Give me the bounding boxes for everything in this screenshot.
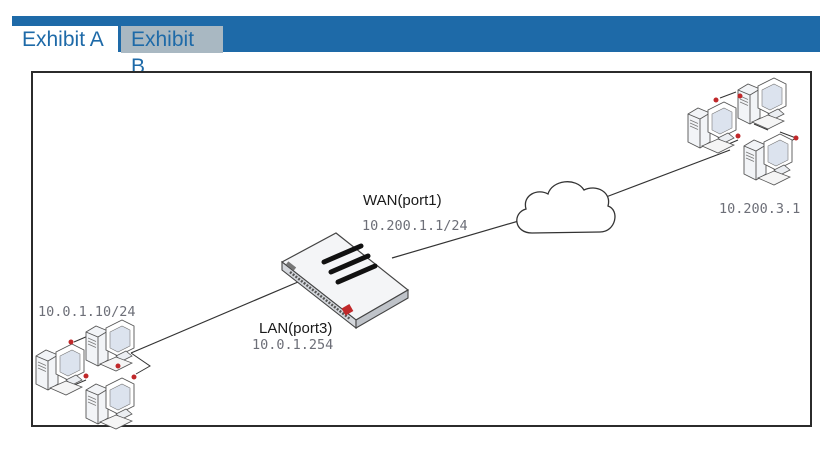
remote-host-ip-label: 10.200.3.1 xyxy=(719,201,801,217)
desktop-computer-icon xyxy=(35,343,85,396)
link-dots xyxy=(68,339,137,380)
lan-host-ip-label: 10.0.1.10/24 xyxy=(38,304,136,320)
desktop-computer-icon xyxy=(85,319,135,372)
remote-link xyxy=(605,149,731,198)
wan-link xyxy=(391,219,523,259)
lan-ip-label: 10.0.1.254 xyxy=(252,337,334,353)
desktop-computer-icon xyxy=(687,101,737,154)
lan-computers-group xyxy=(35,319,151,430)
lan-port-label: LAN(port3) xyxy=(259,320,333,337)
lan-link xyxy=(130,281,299,354)
remote-computers-group xyxy=(687,77,799,186)
tab-exhibit-a[interactable]: Exhibit A xyxy=(12,26,118,53)
wan-ip-label: 10.200.1.1/24 xyxy=(362,218,468,234)
link-dots xyxy=(713,93,799,141)
desktop-computer-icon xyxy=(743,133,793,186)
firewall-appliance-icon xyxy=(280,232,410,330)
wan-port-label: WAN(port1) xyxy=(363,192,442,209)
internet-cloud-icon xyxy=(516,181,616,234)
desktop-computer-icon xyxy=(737,77,787,130)
desktop-computer-icon xyxy=(85,377,135,430)
